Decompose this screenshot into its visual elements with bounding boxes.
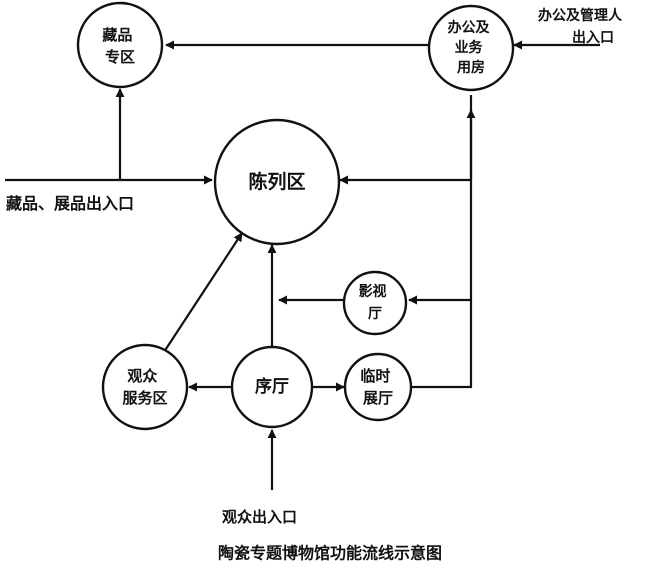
staff-entrance-label: 办公及管理人 出入口 [538,7,627,46]
office-rooms-label: 办公及 业务 用房 [448,19,495,76]
visitor-entrance-label: 观众出入口 [222,508,297,526]
cinema-hall-circle [342,270,408,336]
flow-office-to-exhibition [339,95,473,185]
goods-entrance-label: 藏品、展品出入口 [6,194,134,213]
node-cinema-hall: 影视 厅 [342,270,408,336]
lobby-circle [230,345,314,429]
cinema-hall-label: 影视 厅 [359,283,392,322]
exhibition-area-circle [213,118,341,246]
flow-service-to-exhibition [161,232,243,356]
office-rooms-circle [427,4,515,92]
visitor-service-area-label: 观众 服务区 [122,367,167,407]
node-temporary-exhibition-hall: 临时 展厅 [343,352,413,422]
exhibition-area-label: 陈列区 [248,170,305,193]
lobby-label: 序厅 [255,376,289,397]
flow-lines [5,40,600,490]
collection-area-label: 藏品 专区 [102,26,137,66]
flow-temporary-to-office [411,109,476,389]
node-lobby: 序厅 [230,345,314,429]
node-office-rooms: 办公及 业务 用房 [427,4,515,92]
collection-area-circle [76,1,164,89]
temporary-exhibition-hall-circle [343,352,413,422]
temporary-exhibition-hall-label: 临时 展厅 [360,367,395,407]
node-visitor-service-area: 观众 服务区 [101,343,189,431]
diagram-caption: 陶瓷专题博物馆功能流线示意图 [218,544,442,563]
visitor-service-area-circle [101,343,189,431]
node-exhibition-area: 陈列区 [213,118,341,246]
node-collection-area: 藏品 专区 [76,1,164,89]
